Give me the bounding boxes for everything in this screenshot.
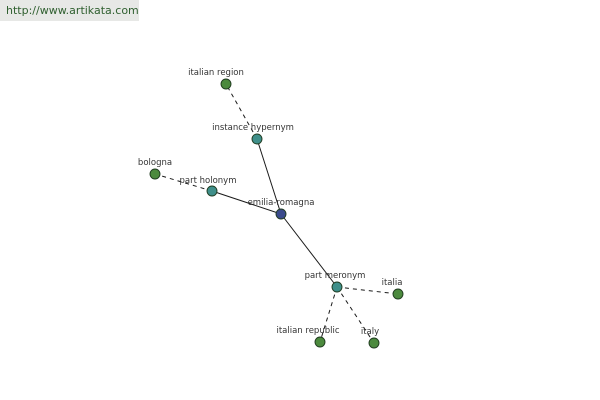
node-italy[interactable]: italy: [361, 327, 380, 349]
edge-part-meronym-to-italy: [336, 286, 375, 344]
node-marker-italian-region[interactable]: [220, 78, 232, 90]
node-marker-part-meronym[interactable]: [331, 281, 343, 293]
edge-emilia-romagna-to-part-meronym: [280, 213, 338, 288]
node-italian-republic[interactable]: italian republic: [276, 326, 340, 348]
node-label-italy[interactable]: italy: [361, 327, 379, 337]
edge-part-meronym-to-italia: [336, 286, 399, 295]
node-label-bologna[interactable]: bologna: [138, 158, 172, 168]
node-instance-hypernym[interactable]: instance hypernym: [212, 123, 294, 145]
edge-part-holonym-to-bologna: [154, 173, 213, 192]
node-part-holonym[interactable]: part holonym: [180, 176, 237, 197]
node-italian-region[interactable]: italian region: [188, 68, 244, 90]
edge-instance-hypernym-to-italian-region: [225, 83, 258, 140]
node-marker-part-holonym[interactable]: [206, 185, 218, 197]
node-marker-bologna[interactable]: [149, 168, 161, 180]
node-label-part-holonym[interactable]: part holonym: [180, 176, 237, 186]
node-label-italian-region[interactable]: italian region: [188, 68, 244, 78]
node-marker-italia[interactable]: [392, 288, 404, 300]
node-marker-instance-hypernym[interactable]: [251, 133, 263, 145]
edge-emilia-romagna-to-part-holonym: [211, 190, 282, 215]
nodes-layer: emilia-romagna instance hypernym part holo…: [138, 68, 404, 349]
node-label-part-meronym[interactable]: part meronym: [305, 271, 366, 281]
edge-part-meronym-to-italian-republic: [319, 286, 338, 343]
node-label-italian-republic[interactable]: italian republic: [276, 326, 339, 336]
node-part-meronym[interactable]: part meronym: [305, 271, 366, 293]
node-label-instance-hypernym[interactable]: instance hypernym: [212, 123, 294, 133]
node-bologna[interactable]: bologna: [138, 158, 172, 180]
node-marker-italian-republic[interactable]: [314, 336, 326, 348]
node-marker-italy[interactable]: [368, 337, 380, 349]
edges-layer: [154, 83, 399, 344]
node-label-italia[interactable]: italia: [382, 278, 403, 288]
edge-emilia-romagna-to-instance-hypernym: [256, 138, 282, 215]
node-italia[interactable]: italia: [382, 278, 404, 300]
node-emilia-romagna[interactable]: emilia-romagna: [248, 198, 315, 220]
node-marker-emilia-romagna[interactable]: [275, 208, 287, 220]
site-url-link[interactable]: http://www.artikata.com: [0, 0, 139, 21]
node-label-emilia-romagna[interactable]: emilia-romagna: [248, 198, 315, 208]
